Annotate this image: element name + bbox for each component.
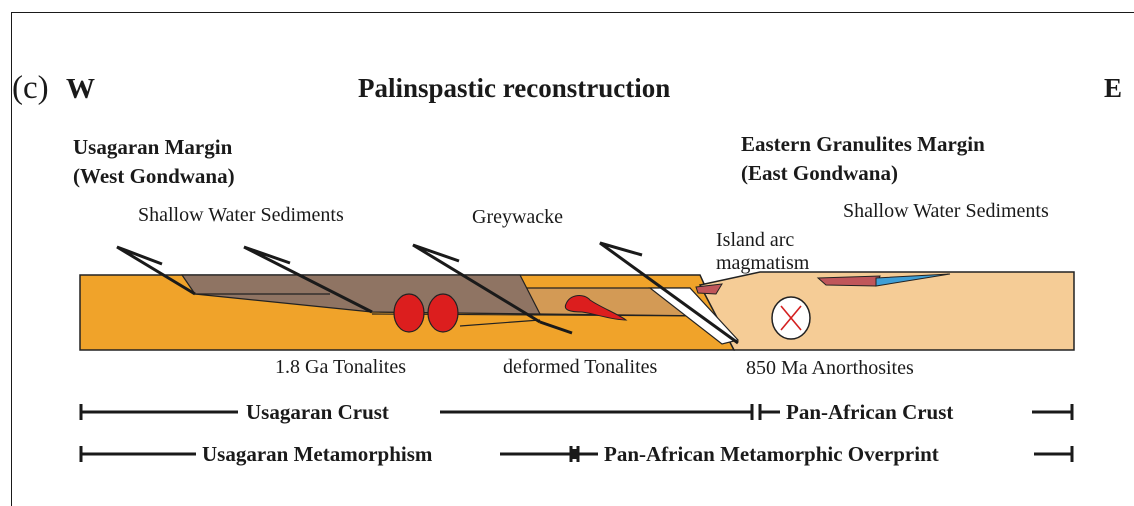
label-1-8ga-tonalites: 1.8 Ga Tonalites xyxy=(275,356,406,378)
metamorphism-divider xyxy=(570,449,579,459)
tonalite-body-2 xyxy=(428,294,458,332)
label-anorthosites: 850 Ma Anorthosites xyxy=(746,357,914,379)
east-margin-line1: Eastern Granulites Margin xyxy=(741,132,985,156)
east-margin-line2: (East Gondwana) xyxy=(741,161,898,185)
label-deformed-tonalites: deformed Tonalites xyxy=(503,356,658,378)
label-island-arc-1: Island arc xyxy=(716,229,794,251)
label-shallow-east: Shallow Water Sediments xyxy=(843,200,1049,222)
bar-panafrican-crust: Pan-African Crust xyxy=(786,400,953,424)
bar-usagaran-metamorphism: Usagaran Metamorphism xyxy=(202,442,433,466)
east-label: E xyxy=(1104,73,1122,103)
panel-label: (c) xyxy=(12,70,49,106)
west-margin-line1: Usagaran Margin xyxy=(73,135,233,159)
bar-usagaran-crust: Usagaran Crust xyxy=(246,400,389,424)
label-island-arc-2: magmatism xyxy=(716,252,810,274)
arc-sediment-red xyxy=(818,276,880,286)
label-shallow-west: Shallow Water Sediments xyxy=(138,204,344,226)
bar-panafrican-overprint: Pan-African Metamorphic Overprint xyxy=(604,442,939,466)
label-greywacke: Greywacke xyxy=(472,206,563,228)
tonalite-body-1 xyxy=(394,294,424,332)
diagram-title: Palinspastic reconstruction xyxy=(358,73,670,103)
west-margin-line2: (West Gondwana) xyxy=(73,164,235,188)
west-label: W xyxy=(66,73,95,105)
